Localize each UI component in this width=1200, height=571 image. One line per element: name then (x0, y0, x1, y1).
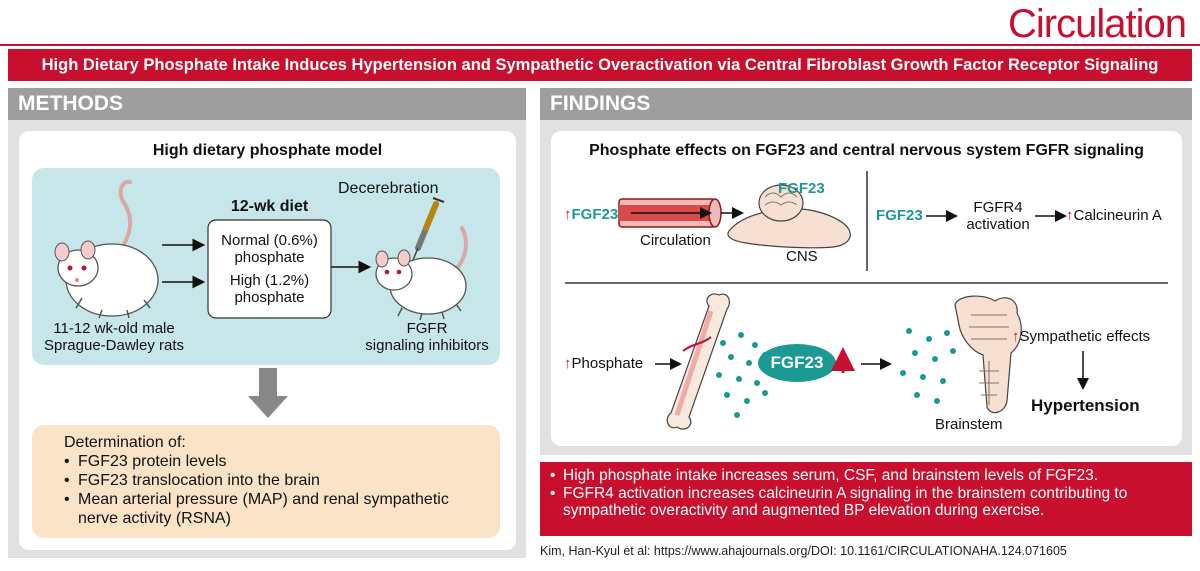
rat-label-line2: Sprague-Dawley rats (43, 337, 185, 354)
diet-high-line2: phosphate (234, 289, 305, 306)
increase-arrow-icon: ↑ (1012, 328, 1020, 345)
sympathetic-text: Sympathetic effects (1019, 328, 1151, 345)
diet-high-line1: High (1.2%) (229, 272, 310, 289)
down-arrow-icon (248, 368, 288, 418)
phosphate-text: Phosphate (571, 355, 644, 372)
fgf23-dots-right (900, 328, 956, 404)
determination-item: Mean arterial pressure (MAP) and renal s… (64, 490, 484, 509)
citation: Kim, Han-Kyul et al: https://www.ahajour… (540, 544, 1067, 558)
circulation-label: Circulation (640, 232, 711, 249)
findings-header: FINDINGS (540, 88, 1192, 120)
brainstem-label: Brainstem (935, 416, 1003, 433)
fgfr4-activation-label: FGFR4 activation (956, 199, 1040, 233)
findings-diagram (565, 171, 1168, 430)
increase-arrow-icon: ↑ (564, 206, 572, 223)
conclusions-list: High phosphate intake increases serum, C… (548, 467, 1178, 520)
brain-icon (727, 184, 851, 249)
increase-arrow-icon: ↑ (564, 355, 572, 372)
methods-header-label: METHODS (18, 92, 123, 115)
fgfr-line2: signaling inhibitors (365, 337, 489, 354)
increase-arrow-icon: ↑ (1066, 207, 1074, 224)
conclusion-item: High phosphate intake increases serum, C… (548, 467, 1178, 485)
page-title: High Dietary Phosphate Intake Induces Hy… (41, 55, 1159, 74)
bone-icon (666, 293, 731, 430)
determination-title: Determination of: (64, 434, 186, 451)
hypertension-label: Hypertension (1031, 396, 1140, 415)
calcineurin-text: Calcineurin A (1073, 207, 1162, 224)
determination-list: FGF23 protein levels FGF23 translocation… (64, 452, 484, 509)
fgf23-text: FGF23 (571, 206, 619, 223)
diet-normal-line1: Normal (0.6%) (221, 232, 318, 249)
fgfr-line1: FGFR (406, 320, 448, 337)
fgf23-circulating-label: ↑FGF23 (564, 206, 618, 223)
fgf23-fgfr4-label: FGF23 (876, 207, 923, 224)
determination-item-continued: nerve activity (RSNA) (78, 510, 231, 527)
cns-label: CNS (786, 248, 818, 265)
diet-high: High (1.2%) phosphate (208, 272, 331, 306)
diet-title: 12-wk diet (230, 198, 309, 215)
fgf23-oval-label: FGF23 (770, 353, 824, 372)
rat-label-line1: 11-12 wk-old male (53, 320, 175, 337)
title-banner: High Dietary Phosphate Intake Induces Hy… (8, 49, 1192, 81)
phosphate-label: ↑Phosphate (564, 355, 643, 372)
fgf23-dots-left (716, 332, 768, 418)
methods-header: METHODS (8, 88, 526, 120)
findings-title: Phosphate effects on FGF23 and central n… (589, 142, 1144, 159)
fgfr-inhibitors-label: FGFR signaling inhibitors (352, 320, 502, 354)
sympathetic-label: ↑Sympathetic effects (1012, 328, 1150, 345)
brainstem-icon (954, 295, 1022, 414)
findings-header-label: FINDINGS (550, 92, 651, 115)
fgf23-cns-label: FGF23 (778, 180, 825, 197)
brand-rule (0, 44, 1200, 46)
calcineurin-label: ↑Calcineurin A (1066, 207, 1162, 224)
diet-normal: Normal (0.6%) phosphate (208, 232, 331, 266)
diet-normal-line2: phosphate (234, 249, 305, 266)
decerebration-label: Decerebration (338, 180, 439, 197)
rat-illustration-left (54, 179, 159, 319)
conclusion-item: FGFR4 activation increases calcineurin A… (548, 485, 1178, 520)
model-title: High dietary phosphate model (152, 142, 383, 159)
rat-illustration-right (375, 226, 468, 321)
fgfr4-line2: activation (966, 216, 1030, 233)
determination-item: FGF23 translocation into the brain (64, 471, 484, 490)
fgfr4-line1: FGFR4 (973, 199, 1023, 216)
determination-item: FGF23 protein levels (64, 452, 484, 471)
determination-content: Determination of: FGF23 protein levels F… (64, 433, 484, 528)
methods-diagram (54, 179, 468, 321)
blood-vessel-icon (618, 198, 722, 228)
syringe-icon (412, 197, 445, 261)
rat-label: 11-12 wk-old male Sprague-Dawley rats (34, 320, 194, 354)
journal-brand: Circulation (1008, 2, 1187, 46)
